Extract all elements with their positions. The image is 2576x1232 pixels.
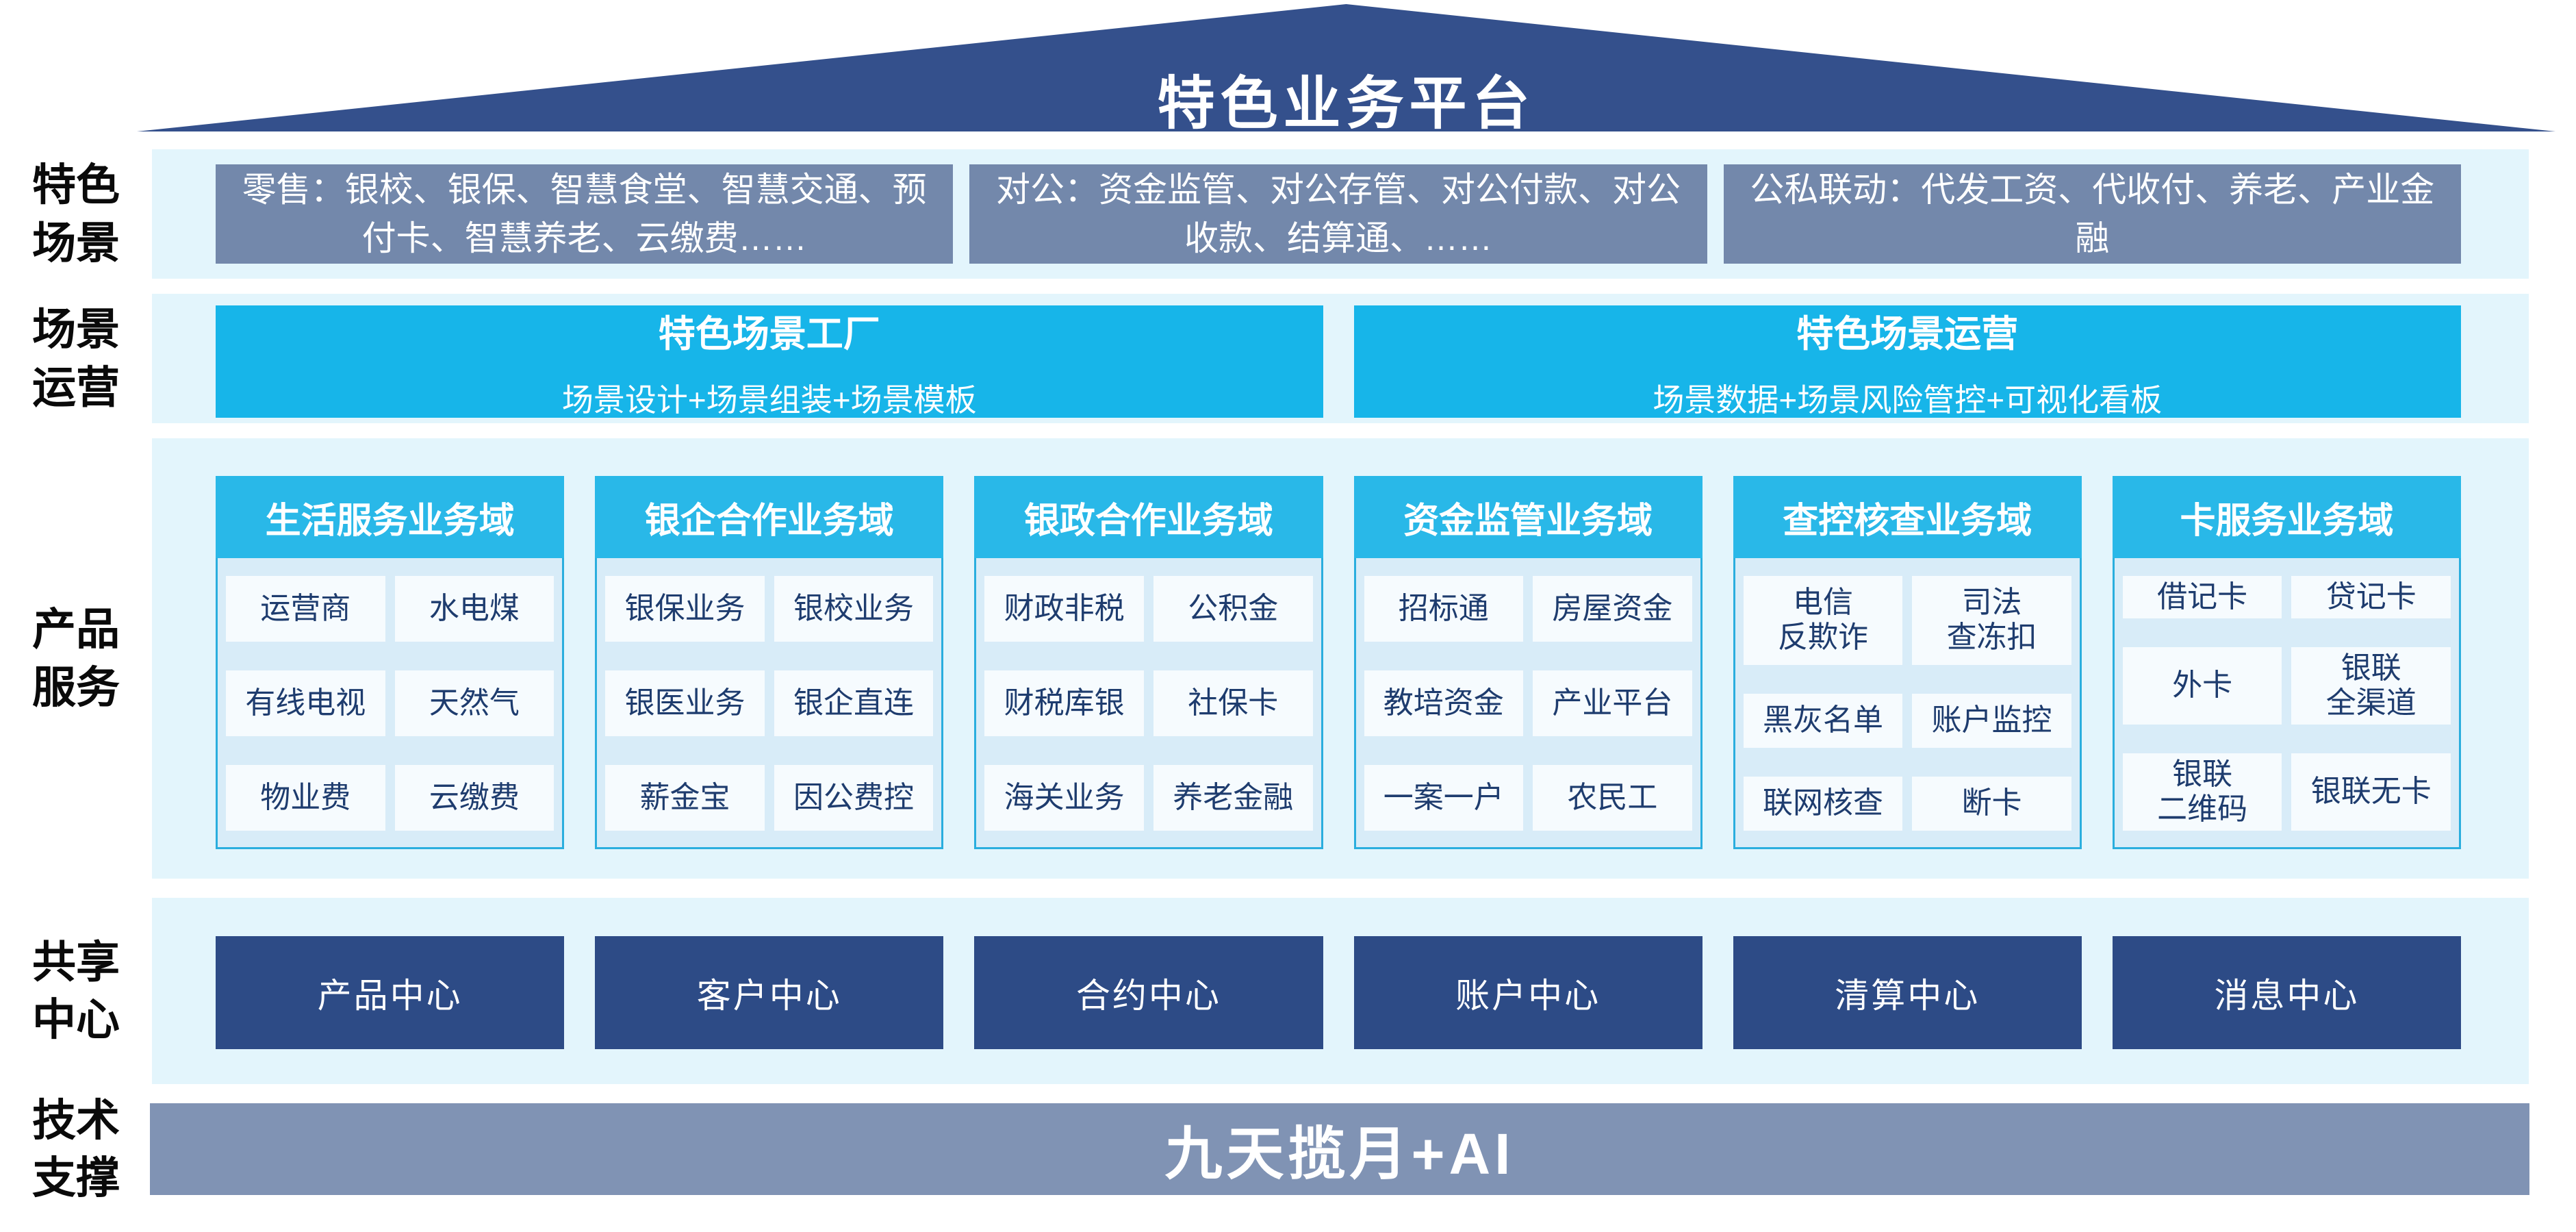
product-item: 账户监控 (1912, 693, 2071, 748)
op-box-subtitle: 场景数据+场景风险管控+可视化看板 (1653, 381, 2163, 418)
product-item: 财税库银 (984, 670, 1144, 736)
product-item: 薪金宝 (605, 765, 765, 831)
op-box-title: 特色场景工厂 (658, 313, 880, 355)
rail-label-products: 产品 服务 (32, 605, 120, 712)
band-operations: 特色场景工厂 场景设计+场景组装+场景模板 特色场景运营 场景数据+场景风险管控… (152, 294, 2529, 423)
product-column-bank-enterprise: 银企合作业务域 银保业务 银校业务 银医业务 银企直连 薪金宝 因公费控 (595, 476, 944, 849)
product-column-header: 卡服务业务域 (2112, 476, 2462, 558)
rail-label-shared: 共享 中心 (32, 937, 120, 1044)
product-item: 财政非税 (984, 576, 1144, 642)
product-item: 天然气 (394, 670, 554, 736)
product-column-body: 借记卡 贷记卡 外卡 银联 全渠道 银联 二维码 银联无卡 (2112, 558, 2462, 849)
product-item: 云缴费 (394, 765, 554, 831)
page-title: 特色业务平台 (1157, 71, 1535, 136)
product-column-header: 银企合作业务域 (595, 476, 944, 558)
op-box-scene-operation: 特色场景运营 场景数据+场景风险管控+可视化看板 (1353, 305, 2461, 418)
product-item: 司法 查冻扣 (1912, 576, 2071, 665)
product-item: 海关业务 (984, 765, 1144, 831)
product-column-inquiry-control: 查控核查业务域 电信 反欺诈 司法 查冻扣 黑灰名单 账户监控 联网核查 断卡 (1733, 476, 2082, 849)
product-column-header: 查控核查业务域 (1733, 476, 2082, 558)
band-scenes: 零售：银校、银保、智慧食堂、智慧交通、预付卡、智慧养老、云缴费…… 对公：资金监… (152, 149, 2529, 279)
product-item: 银联无卡 (2291, 753, 2451, 831)
product-item: 银保业务 (605, 576, 765, 642)
product-column-bank-government: 银政合作业务域 财政非税 公积金 财税库银 社保卡 海关业务 养老金融 (974, 476, 1323, 849)
product-item: 银联 二维码 (2122, 753, 2282, 831)
shared-center-product: 产品中心 (216, 936, 565, 1049)
product-column-fund-supervision: 资金监管业务域 招标通 房屋资金 教培资金 产业平台 一案一户 农民工 (1353, 476, 1703, 849)
product-column-header: 银政合作业务域 (974, 476, 1323, 558)
op-box-scene-factory: 特色场景工厂 场景设计+场景组装+场景模板 (216, 305, 1323, 418)
scene-box-public-private: 公私联动：代发工资、代收付、养老、产业金融 (1723, 164, 2461, 264)
product-item: 农民工 (1533, 765, 1692, 831)
product-column-body: 财政非税 公积金 财税库银 社保卡 海关业务 养老金融 (974, 558, 1323, 849)
shared-center-account: 账户中心 (1353, 936, 1703, 1049)
shared-center-contract: 合约中心 (974, 936, 1323, 1049)
band-products: 生活服务业务域 运营商 水电煤 有线电视 天然气 物业费 云缴费 银企合作业务域… (152, 438, 2529, 879)
product-item: 教培资金 (1364, 670, 1524, 736)
product-item: 电信 反欺诈 (1743, 576, 1903, 665)
product-item: 公积金 (1153, 576, 1313, 642)
scene-box-retail: 零售：银校、银保、智慧食堂、智慧交通、预付卡、智慧养老、云缴费…… (216, 164, 954, 264)
product-column-card-services: 卡服务业务域 借记卡 贷记卡 外卡 银联 全渠道 银联 二维码 银联无卡 (2112, 476, 2462, 849)
product-item: 银联 全渠道 (2291, 647, 2451, 725)
product-item: 因公费控 (774, 765, 934, 831)
product-column-body: 运营商 水电煤 有线电视 天然气 物业费 云缴费 (216, 558, 565, 849)
product-item: 物业费 (226, 765, 385, 831)
product-item: 运营商 (226, 576, 385, 642)
rail-label-tech: 技术 支撑 (32, 1095, 120, 1203)
product-item: 有线电视 (226, 670, 385, 736)
product-item: 水电煤 (394, 576, 554, 642)
product-item: 断卡 (1912, 776, 2071, 831)
tech-support-bar: 九天揽月+AI (150, 1103, 2529, 1195)
product-item: 贷记卡 (2291, 576, 2451, 619)
product-column-header: 生活服务业务域 (216, 476, 565, 558)
shared-center-clearing: 清算中心 (1733, 936, 2082, 1049)
product-item: 养老金融 (1153, 765, 1313, 831)
rail-label-scenes: 特色 场景 (32, 160, 120, 268)
op-box-title: 特色场景运营 (1796, 313, 2019, 355)
product-column-body: 电信 反欺诈 司法 查冻扣 黑灰名单 账户监控 联网核查 断卡 (1733, 558, 2082, 849)
band-shared-centers: 产品中心 客户中心 合约中心 账户中心 清算中心 消息中心 (152, 898, 2529, 1084)
product-item: 房屋资金 (1533, 576, 1692, 642)
product-item: 黑灰名单 (1743, 693, 1903, 748)
shared-center-customer: 客户中心 (595, 936, 944, 1049)
product-item: 借记卡 (2122, 576, 2282, 619)
product-item: 产业平台 (1533, 670, 1692, 736)
scene-box-corporate: 对公：资金监管、对公存管、对公付款、对公收款、结算通、…… (969, 164, 1707, 264)
op-box-subtitle: 场景设计+场景组装+场景模板 (561, 381, 977, 418)
product-item: 银校业务 (774, 576, 934, 642)
product-item: 社保卡 (1153, 670, 1313, 736)
product-item: 一案一户 (1364, 765, 1524, 831)
rail-label-operations: 场景 运营 (32, 305, 120, 412)
product-item: 联网核查 (1743, 776, 1903, 831)
product-item: 银企直连 (774, 670, 934, 736)
product-column-body: 银保业务 银校业务 银医业务 银企直连 薪金宝 因公费控 (595, 558, 944, 849)
product-column-header: 资金监管业务域 (1353, 476, 1703, 558)
product-column-body: 招标通 房屋资金 教培资金 产业平台 一案一户 农民工 (1353, 558, 1703, 849)
shared-center-message: 消息中心 (2112, 936, 2462, 1049)
product-item: 银医业务 (605, 670, 765, 736)
product-item: 外卡 (2122, 647, 2282, 725)
product-column-life-services: 生活服务业务域 运营商 水电煤 有线电视 天然气 物业费 云缴费 (216, 476, 565, 849)
product-item: 招标通 (1364, 576, 1524, 642)
